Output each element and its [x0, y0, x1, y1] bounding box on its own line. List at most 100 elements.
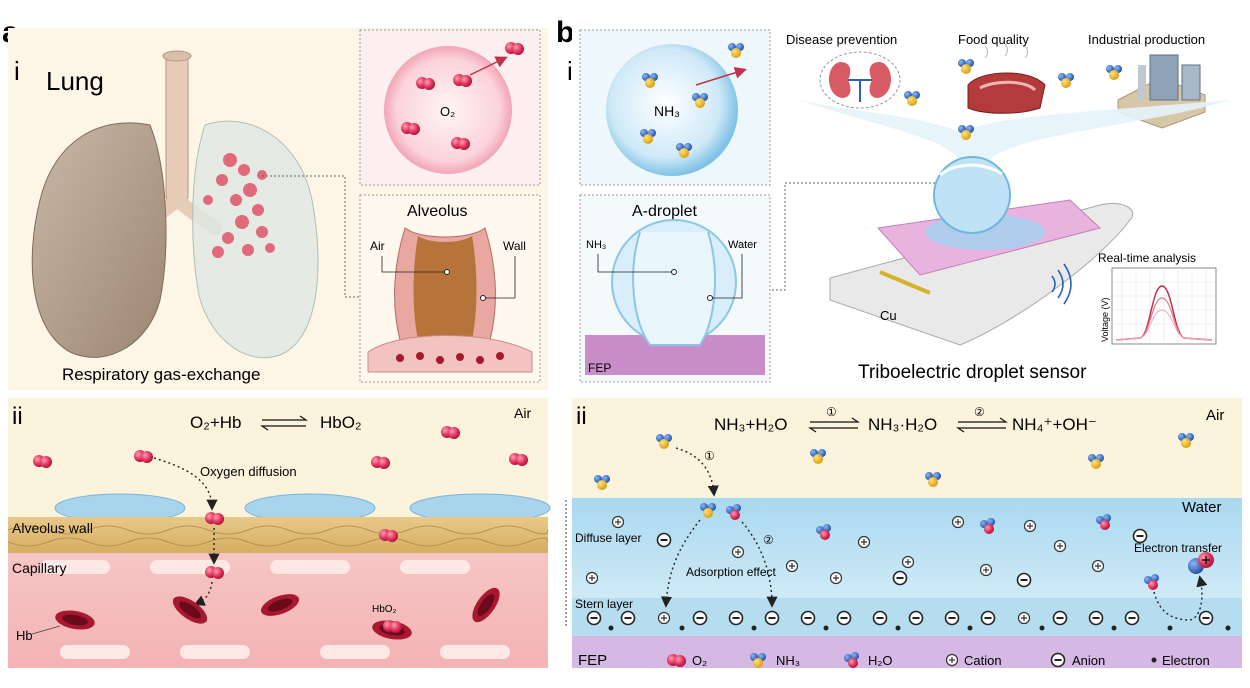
signal-waves-icon: [1051, 263, 1072, 305]
adsorption-label: Adsorption effect: [686, 565, 777, 579]
stern-layer-band: [572, 598, 1242, 636]
panel-b: b i NH₃ A-droplet NH₃ Water FEP Disease …: [556, 16, 1242, 669]
panel-a-ii-label: ii: [12, 403, 23, 430]
o2-molecule: [451, 137, 470, 150]
alveolus-title: Alveolus: [407, 203, 467, 220]
a-droplet-inner: [632, 231, 716, 346]
panel-b-air-band: [572, 398, 1242, 498]
o2-molecule: [205, 512, 224, 525]
o2-hb-equation-left: O₂+Hb: [190, 413, 241, 432]
panel-b-i-label: i: [567, 56, 573, 86]
stern-electrons: [608, 625, 1231, 631]
legend-cation-icon: [945, 653, 959, 667]
lung-label: Lung: [46, 66, 104, 96]
reaction-arrow-2: [956, 417, 1008, 433]
equilibrium-arrow: [260, 415, 308, 431]
diffuse-layer-label: Diffuse layer: [575, 531, 641, 545]
panel-b-water-band: [572, 498, 1242, 598]
legend-label-electron: Electron: [1162, 653, 1210, 668]
sensor-caption: Triboelectric droplet sensor: [858, 362, 1087, 383]
o2-molecule: [205, 566, 224, 579]
electron-transfer-label: Electron transfer: [1134, 541, 1222, 555]
o2-bubble-label: O₂: [440, 104, 455, 119]
o2-bubble: [384, 46, 512, 174]
o2-molecule: [505, 42, 524, 55]
alveolus-wall-label: Wall: [503, 239, 526, 253]
lung-illustration: [31, 50, 319, 358]
nh3-bubble-label: NH₃: [654, 103, 680, 119]
oxygen-diffusion-label: Oxygen diffusion: [200, 464, 297, 479]
application-industry: Industrial production: [1088, 32, 1205, 47]
escape-arrow: [695, 66, 747, 86]
alveolus-air-label: Air: [370, 239, 385, 253]
legend-label-cation: Cation: [964, 653, 1002, 668]
escape-arrow: [469, 56, 508, 76]
voltage-plot: [1111, 267, 1217, 345]
water-label-b: Water: [1182, 499, 1221, 516]
hbo2-label: HbO₂: [372, 604, 397, 615]
capillary-label: Capillary: [12, 560, 66, 576]
a-droplet-title: A-droplet: [632, 203, 697, 220]
diffusion-arrow: [153, 457, 218, 511]
o2-molecule: [416, 77, 435, 90]
panel-a-i-label: i: [14, 56, 20, 86]
alveolus-wall-band: [8, 517, 548, 553]
adsorption-step-2: ②: [763, 533, 774, 547]
kidney-icon: [819, 51, 901, 109]
reaction-step-2: ②: [974, 405, 985, 419]
voltage-axis-label: Voltage (V): [1100, 297, 1110, 342]
legend-label-nh3: NH₃: [776, 653, 800, 668]
reaction-step-1: ①: [826, 405, 837, 419]
vapor-funnel: [800, 100, 1230, 160]
application-disease: Disease prevention: [786, 32, 897, 47]
o2-molecule: [509, 453, 528, 466]
reaction-arrow-1: [808, 417, 860, 433]
panel-b-letter: b: [556, 16, 574, 49]
legend-label-o2: O₂: [692, 653, 707, 668]
absorption-arrow: [675, 447, 719, 497]
absorption-step-1: ①: [704, 449, 715, 463]
adsorption-arrow: [741, 521, 778, 608]
meat-icon: [967, 43, 1046, 114]
reaction-part-c: NH₄⁺+OH⁻: [1012, 415, 1097, 434]
o2-molecule: [441, 426, 460, 439]
droplet-nh3-label: NH₃: [586, 239, 606, 251]
zoom-leader-line: [262, 175, 362, 298]
fep-bottom-label: FEP: [578, 652, 607, 669]
o2-molecule: [383, 620, 402, 633]
application-food: Food quality: [958, 32, 1029, 47]
o2-molecule: [33, 455, 52, 468]
droplet-fep-label: FEP: [588, 361, 611, 375]
legend-label-anion: Anion: [1072, 653, 1105, 668]
sensor-droplet: [933, 156, 1011, 234]
o2-molecule: [453, 74, 472, 87]
cu-label: Cu: [880, 308, 897, 323]
adsorption-arrow: [660, 519, 701, 608]
panel-a: a i Lung: [2, 16, 551, 668]
legend-electron-icon: [1151, 657, 1157, 663]
nh3-bubble: [606, 44, 738, 176]
alveolus-wall-label-ii: Alveolus wall: [12, 520, 93, 536]
alveolus-interior: [413, 236, 477, 340]
electron-transfer-molecule: [1188, 552, 1214, 574]
hb-label: Hb: [16, 628, 33, 643]
air-label-b: Air: [1206, 407, 1224, 424]
stern-layer-label: Stern layer: [575, 597, 633, 611]
air-region-label: Air: [514, 405, 531, 421]
legend-label-h2o: H₂O: [868, 653, 893, 668]
o2-molecule: [134, 450, 153, 463]
legend: O₂ NH₃ H₂O Cation Anion Electron: [667, 652, 1210, 668]
o2-molecule: [379, 529, 398, 542]
reaction-part-b: NH₃·H₂O: [868, 415, 937, 434]
realtime-label: Real-time analysis: [1098, 251, 1196, 265]
panel-b-ii-label: ii: [576, 403, 587, 430]
o2-molecule: [401, 122, 420, 135]
droplet-water-label: Water: [728, 239, 757, 251]
alveolus-blood-cells: [396, 352, 504, 364]
respiratory-caption: Respiratory gas-exchange: [62, 365, 260, 384]
legend-anion-icon: [1050, 652, 1066, 668]
o2-molecule: [371, 456, 390, 469]
cu-electrode: [879, 270, 931, 295]
o2-hb-equation-right: HbO₂: [320, 413, 362, 432]
